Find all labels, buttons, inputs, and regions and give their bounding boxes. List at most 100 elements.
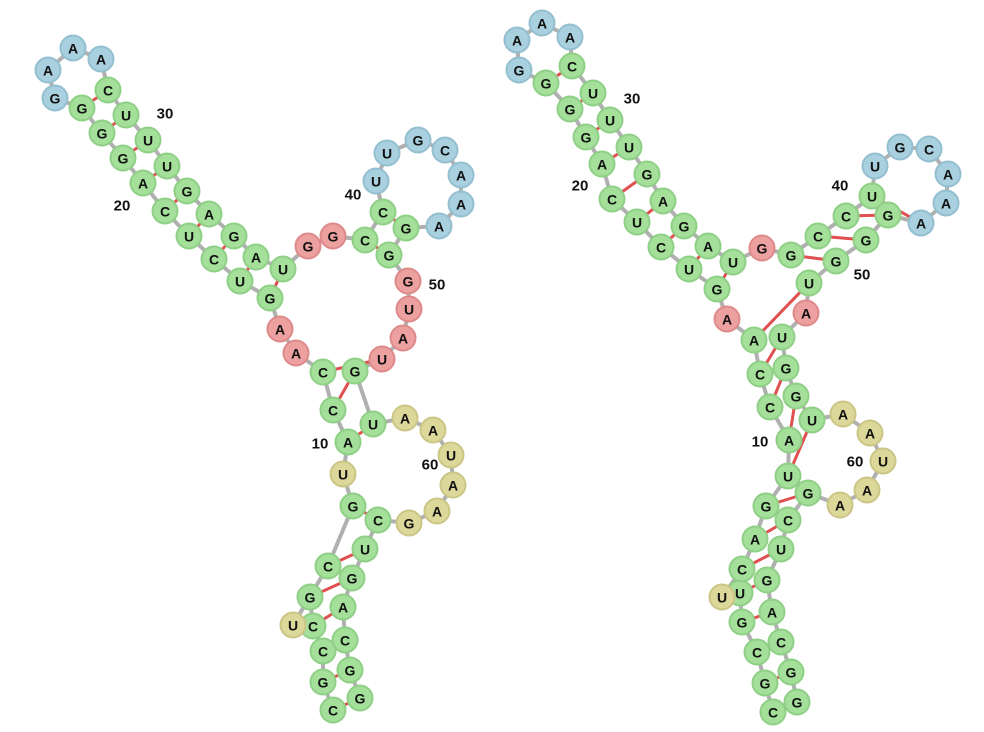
nucleotide-circle <box>87 45 115 73</box>
nucleotide-15: A <box>713 305 741 333</box>
nucleotide-circle <box>794 479 822 507</box>
nucleotide-base-label: C <box>323 559 333 575</box>
nucleotide-base-label: C <box>783 513 793 529</box>
nucleotide-circle <box>94 76 122 104</box>
nucleotide-circle <box>34 56 62 84</box>
nucleotide-circle <box>708 583 736 611</box>
nucleotide-base-label: C <box>209 252 219 268</box>
nucleotide-circle <box>719 248 747 276</box>
nucleotide-circle <box>392 214 420 242</box>
nucleotide-circle <box>425 212 453 240</box>
nucleotide-base-label: U <box>878 454 888 470</box>
nucleotide-circle <box>336 656 364 684</box>
nucleotide-circle <box>419 416 447 444</box>
nucleotide-base-label: U <box>728 255 738 271</box>
nucleotide-43: U <box>861 152 889 180</box>
nucleotide-base-label: A <box>801 306 811 322</box>
nucleotide-base-label: G <box>712 282 723 298</box>
nucleotide-base-label: C <box>752 645 762 661</box>
nucleotide-10: U <box>774 462 802 490</box>
nucleotide-12: C <box>309 358 337 386</box>
nucleotide-circle <box>752 492 780 520</box>
nucleotide-base-label: C <box>318 365 328 381</box>
nucleotide-circle <box>858 182 886 210</box>
nucleotide-circle <box>256 284 284 312</box>
nucleotide-17: U <box>675 255 703 283</box>
nucleotide-base-label: C <box>160 204 170 220</box>
nucleotide-24: G <box>532 69 560 97</box>
nucleotide-base-label: U <box>377 352 387 368</box>
position-label-20: 20 <box>114 198 131 215</box>
nucleotide-circle <box>153 152 181 180</box>
nucleotide-11: A <box>775 426 803 454</box>
nucleotide-circle <box>596 106 624 134</box>
nucleotide-20: A <box>129 169 157 197</box>
nucleotide-circle <box>572 123 600 151</box>
nucleotide-circle <box>598 185 626 213</box>
position-label-30: 30 <box>624 91 641 108</box>
nucleotide-base-label: G <box>541 76 552 92</box>
nucleotide-base-label: A <box>432 504 442 520</box>
nucleotide-circle <box>758 598 786 626</box>
nucleotide-2: G <box>309 668 337 696</box>
nucleotide-base-label: U <box>783 469 793 485</box>
nucleotide-50: G <box>394 267 422 295</box>
nucleotide-circle <box>346 684 374 712</box>
nucleotide-60: U <box>869 447 897 475</box>
nucleotide-circle <box>852 226 880 254</box>
nucleotide-35: A <box>242 243 270 271</box>
nucleotide-22: G <box>88 119 116 147</box>
nucleotide-base-label: G <box>642 167 653 183</box>
nucleotide-base-label: A <box>941 196 951 212</box>
nucleotide-circle <box>804 222 832 250</box>
position-label-50: 50 <box>429 277 446 294</box>
nucleotide-41: C <box>832 202 860 230</box>
nucleotide-20: C <box>598 185 626 213</box>
nucleotide-circle <box>309 637 337 665</box>
nucleotide-circle <box>728 608 756 636</box>
nucleotide-base-label: A <box>722 312 732 328</box>
nucleotide-circle <box>798 406 826 434</box>
nucleotide-48: A <box>907 209 935 237</box>
nucleotide-circle <box>351 535 379 563</box>
nucleotide-base-label: G <box>404 516 415 532</box>
nucleotide-base-label: C <box>440 143 450 159</box>
nucleotide-circle <box>615 133 643 161</box>
nucleotide-14: A <box>740 326 768 354</box>
nucleotide-2: G <box>751 669 779 697</box>
nucleotide-1: C <box>319 696 347 724</box>
nucleotide-circle <box>869 447 897 475</box>
nucleotide-49: G <box>375 241 403 269</box>
nucleotide-base-label: G <box>97 126 108 142</box>
nucleotide-circle <box>404 126 432 154</box>
nucleotide-base-label: C <box>373 513 383 529</box>
nucleotide-circle <box>767 628 795 656</box>
nucleotide-circle <box>437 441 465 469</box>
nucleotide-circle <box>368 345 396 373</box>
nucleotide-59: A <box>439 471 467 499</box>
nucleotide-54: U <box>768 323 796 351</box>
nucleotide-base-label: U <box>278 262 288 278</box>
nucleotide-62: A <box>826 491 854 519</box>
nucleotide-4: G <box>728 608 756 636</box>
nucleotide-base-label: C <box>924 142 934 158</box>
nucleotide-3: C <box>309 637 337 665</box>
nucleotide-circle <box>556 23 584 51</box>
nucleotide-base-label: U <box>605 113 615 129</box>
nucleotide-circle <box>774 506 802 534</box>
position-label-40: 40 <box>345 187 362 204</box>
nucleotide-70: G <box>783 688 811 716</box>
nucleotide-base-label: C <box>318 644 328 660</box>
nucleotide-28: C <box>94 76 122 104</box>
nucleotide-31: U <box>596 106 624 134</box>
nucleotide-58: A <box>829 400 857 428</box>
nucleotide-circle <box>753 566 781 594</box>
nucleotide-circle <box>88 119 116 147</box>
nucleotide-base-label: A <box>749 333 759 349</box>
nucleotide-circle <box>740 326 768 354</box>
nucleotide-base-label: C <box>755 367 765 383</box>
nucleotide-68: C <box>767 628 795 656</box>
nucleotide-29: C <box>558 52 586 80</box>
nucleotide-circle <box>932 189 960 217</box>
